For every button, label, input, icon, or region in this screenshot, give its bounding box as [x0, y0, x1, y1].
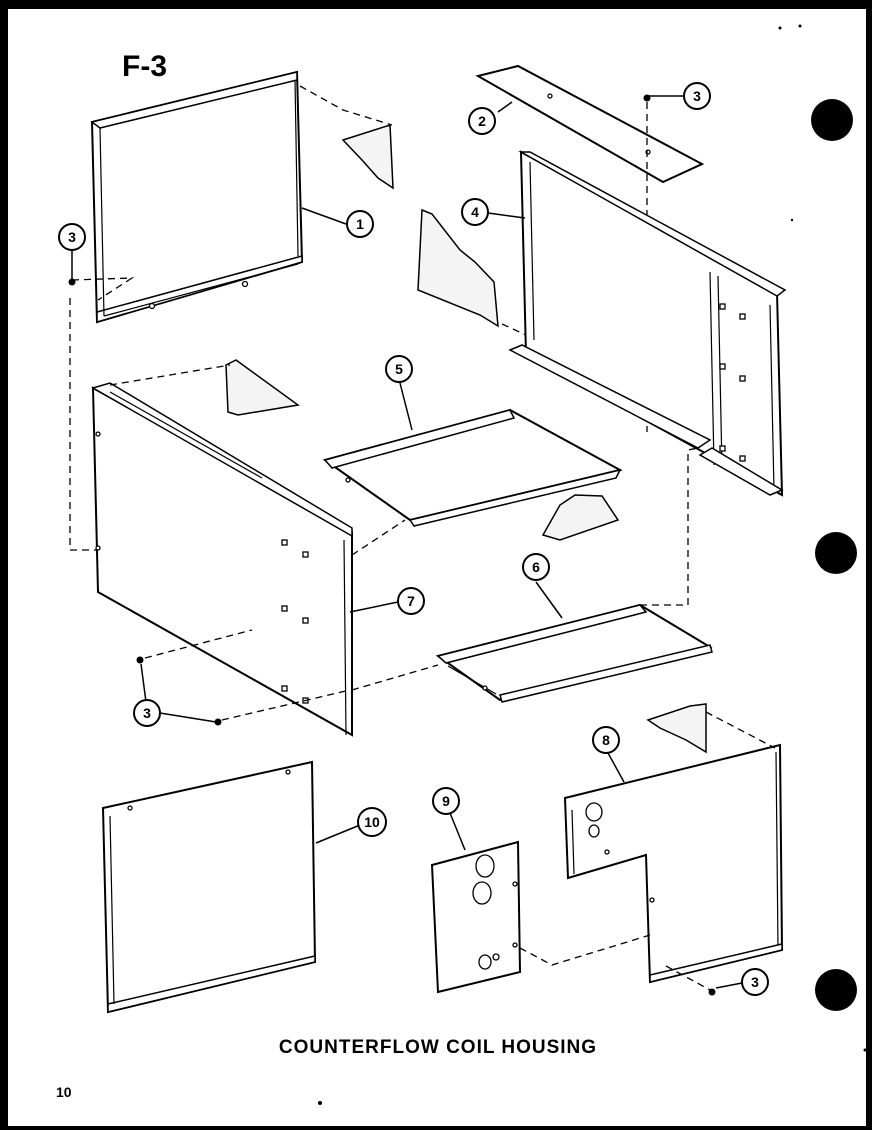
part-4-frame [508, 150, 787, 497]
page-number: 10 [56, 1084, 72, 1100]
callout-8: 8 [592, 726, 620, 754]
callout-6: 6 [522, 553, 550, 581]
callout-10: 10 [357, 807, 387, 837]
insulation-piece [541, 494, 620, 541]
svg-text:10: 10 [364, 814, 380, 830]
part-5-shelf [322, 408, 623, 527]
svg-text:3: 3 [68, 229, 76, 245]
part-9-plate [430, 840, 522, 994]
callout-3-bottom-left: 3 [133, 699, 161, 727]
insulation-piece [341, 123, 394, 190]
insulation-piece [646, 703, 707, 754]
svg-text:3: 3 [751, 974, 759, 990]
svg-text:1: 1 [356, 216, 364, 232]
callout-5: 5 [385, 355, 413, 383]
registration-mark [811, 99, 853, 141]
callout-3-top-right: 3 [683, 82, 711, 110]
part-10-panel [101, 760, 317, 1014]
insulation-piece [417, 208, 499, 328]
part-6-lower-shelf [435, 603, 713, 703]
registration-mark [815, 969, 857, 1011]
callout-7: 7 [397, 587, 425, 615]
insulation-piece [225, 359, 300, 416]
part-1-panel [90, 70, 304, 324]
callout-3-left: 3 [58, 223, 86, 251]
svg-text:8: 8 [602, 732, 610, 748]
svg-text:4: 4 [471, 204, 479, 220]
svg-text:3: 3 [143, 705, 151, 721]
callout-2: 2 [468, 107, 496, 135]
svg-text:5: 5 [395, 361, 403, 377]
part-2-top-plate [475, 64, 705, 184]
svg-text:7: 7 [407, 593, 415, 609]
callout-4: 4 [461, 198, 489, 226]
callout-3-bottom-right: 3 [741, 968, 769, 996]
svg-text:2: 2 [478, 113, 486, 129]
svg-text:3: 3 [693, 88, 701, 104]
diagram-caption: COUNTERFLOW COIL HOUSING [279, 1037, 597, 1058]
registration-mark [815, 532, 857, 574]
part-8-l-panel [563, 743, 784, 984]
callout-1: 1 [346, 210, 374, 238]
svg-text:9: 9 [442, 793, 450, 809]
part-7-side-panel [91, 382, 353, 737]
svg-text:6: 6 [532, 559, 540, 575]
figure-id: F-3 [122, 50, 167, 83]
callout-9: 9 [432, 787, 460, 815]
